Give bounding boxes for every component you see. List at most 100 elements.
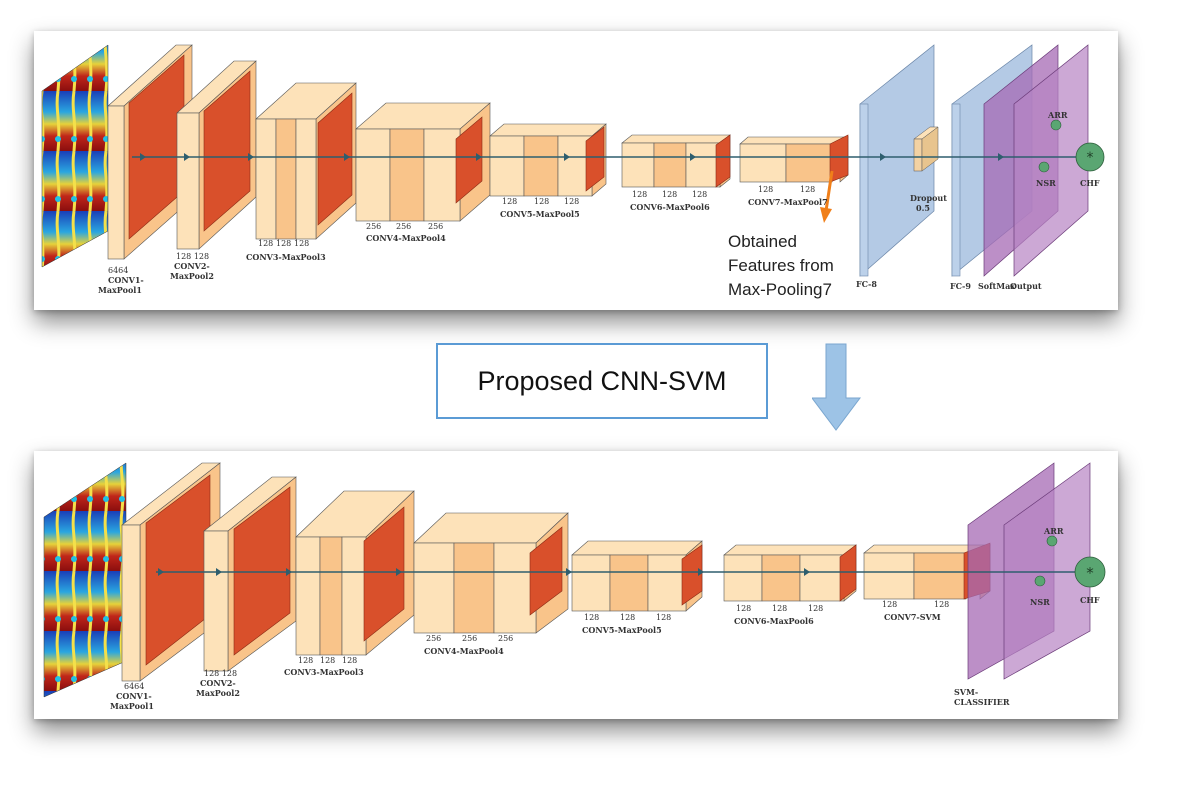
annotation-line-1: Obtained	[728, 232, 797, 251]
arr-label: ARR	[1043, 526, 1064, 536]
conv7-block	[739, 134, 849, 183]
conv4-block	[355, 102, 491, 222]
proposed-label-box: Proposed CNN-SVM	[436, 343, 768, 419]
conv4-dim-1: 256	[366, 222, 381, 231]
conv3-name: CONV3-MaxPool3	[246, 252, 326, 262]
nsr-node	[1034, 575, 1046, 587]
conv1-dims: 6464	[108, 266, 128, 275]
conv4-dim-2: 256	[462, 634, 477, 643]
feature-pointer-arrow	[820, 170, 834, 223]
arr-node	[1050, 119, 1062, 131]
conv6-dim-2: 128	[772, 604, 787, 613]
chf-label: CHF	[1080, 178, 1100, 188]
conv6-block	[723, 544, 857, 602]
conv6-dim-3: 128	[692, 190, 707, 199]
conv6-block	[621, 134, 731, 188]
dropout-value: 0.5	[916, 203, 930, 213]
arr-node	[1046, 535, 1058, 547]
annotation-line-3: Max-Pooling7	[728, 280, 832, 299]
proposed-label: Proposed CNN-SVM	[477, 365, 727, 396]
conv3-block	[295, 490, 415, 656]
down-arrow-icon	[812, 343, 861, 431]
conv3-block	[255, 82, 357, 240]
nsr-node	[1038, 161, 1050, 173]
conv4-block	[413, 512, 569, 634]
spectrogram-input	[41, 44, 109, 268]
nsr-label: NSR	[1030, 597, 1050, 607]
original-cnn-diagram: * 6464 CONV1- MaxPool1 128 128 CONV2- Ma…	[41, 44, 1105, 299]
flow-line	[156, 568, 1094, 576]
conv1-name: CONV1-	[116, 691, 152, 701]
class-nodes: *	[1038, 119, 1105, 173]
flow-line	[132, 153, 1084, 161]
svm-label: SVM-	[954, 687, 978, 697]
spectrogram-input	[43, 462, 127, 698]
conv2-dims: 128 128	[176, 252, 209, 261]
conv3-dim-1: 128	[258, 239, 273, 248]
svg-text:*: *	[1086, 564, 1094, 582]
conv4-dim-1: 256	[426, 634, 441, 643]
softmax-label: SoftMax	[978, 281, 1015, 291]
conv3-dim-3: 128	[294, 239, 309, 248]
conv3-dim-3: 128	[342, 656, 357, 665]
conv2-name2: MaxPool2	[196, 688, 240, 698]
conv7-dim-2: 128	[934, 600, 949, 609]
conv5-dim-2: 128	[620, 613, 635, 622]
class-nodes: *	[1034, 535, 1106, 588]
conv2-name: CONV2-	[174, 261, 210, 271]
annotation-line-2: Features from	[728, 256, 834, 275]
conv7-dim-1: 128	[758, 185, 773, 194]
dropout-label: Dropout	[910, 193, 947, 203]
conv6-dim-1: 128	[736, 604, 751, 613]
conv5-block	[489, 123, 607, 197]
conv7-dim-2: 128	[800, 185, 815, 194]
output-label: Output	[1010, 281, 1042, 291]
conv7-name: CONV7-MaxPool7	[748, 197, 828, 207]
chf-node	[1074, 556, 1106, 588]
arr-label: ARR	[1047, 110, 1068, 120]
cnn-svm-panel: * 6464 CONV1- MaxPool1 128 128 CONV2- Ma…	[34, 451, 1118, 719]
conv2-name2: MaxPool2	[170, 271, 214, 281]
conv3-name: CONV3-MaxPool3	[284, 667, 364, 677]
conv2-dims: 128 128	[204, 669, 237, 678]
conv4-name: CONV4-MaxPool4	[424, 646, 504, 656]
conv6-dim-2: 128	[662, 190, 677, 199]
conv2-block	[203, 476, 297, 672]
nsr-label: NSR	[1036, 178, 1056, 188]
dropout-block	[913, 126, 939, 172]
svm-label-2: CLASSIFIER	[954, 697, 1010, 707]
conv6-name: CONV6-MaxPool6	[630, 202, 710, 212]
conv5-name: CONV5-MaxPool5	[500, 209, 580, 219]
conv4-dim-3: 256	[498, 634, 513, 643]
conv2-name: CONV2-	[200, 678, 236, 688]
output-layer	[1013, 44, 1089, 277]
conv6-dim-3: 128	[808, 604, 823, 613]
conv1-block	[107, 44, 193, 260]
conv7-name: CONV7-SVM	[884, 612, 941, 622]
fc8-label: FC-8	[856, 279, 877, 289]
conv3-dim-2: 128	[320, 656, 335, 665]
conv1-name: CONV1-	[108, 275, 144, 285]
conv7-dim-1: 128	[882, 600, 897, 609]
fc8-layer	[859, 44, 935, 277]
svm-classifier-layer	[967, 462, 1091, 680]
chf-node	[1075, 142, 1105, 172]
original-cnn-panel: * 6464 CONV1- MaxPool1 128 128 CONV2- Ma…	[34, 31, 1118, 310]
conv6-dim-1: 128	[632, 190, 647, 199]
svg-text:*: *	[1087, 150, 1094, 166]
conv1-name2: MaxPool1	[98, 285, 142, 295]
conv5-dim-3: 128	[656, 613, 671, 622]
cnn-svm-diagram: * 6464 CONV1- MaxPool1 128 128 CONV2- Ma…	[43, 462, 1106, 711]
conv5-dim-1: 128	[502, 197, 517, 206]
conv3-dim-2: 128	[276, 239, 291, 248]
conv5-name: CONV5-MaxPool5	[582, 625, 662, 635]
conv4-name: CONV4-MaxPool4	[366, 233, 446, 243]
conv5-dim-1: 128	[584, 613, 599, 622]
conv5-dim-3: 128	[564, 197, 579, 206]
fc9-label: FC-9	[950, 281, 971, 291]
conv6-name: CONV6-MaxPool6	[734, 616, 814, 626]
conv3-dim-1: 128	[298, 656, 313, 665]
conv5-dim-2: 128	[534, 197, 549, 206]
chf-label: CHF	[1080, 595, 1100, 605]
conv4-dim-3: 256	[428, 222, 443, 231]
